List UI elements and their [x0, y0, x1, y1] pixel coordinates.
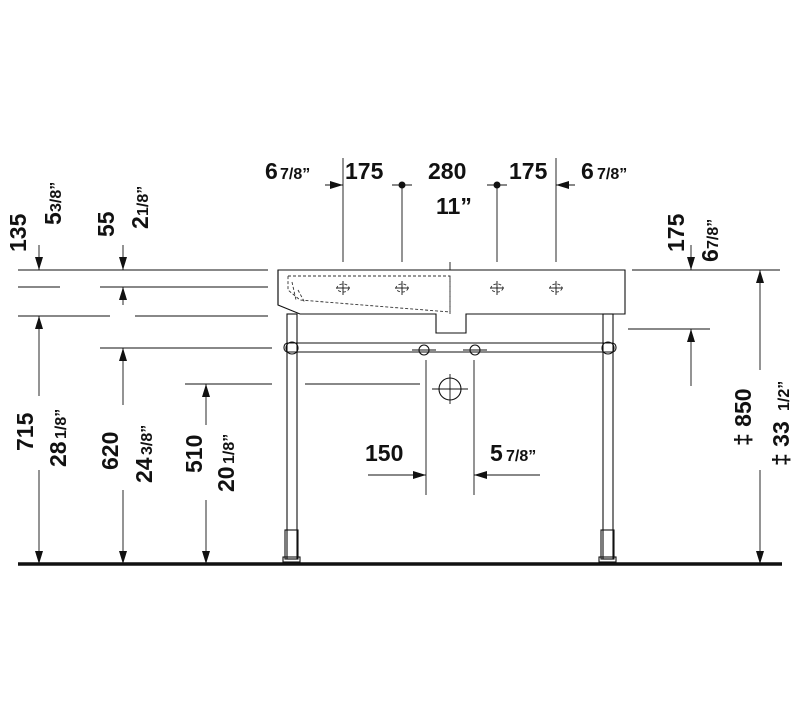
extension-lines	[18, 158, 780, 495]
right-tap-inch-frac: 7/8”	[597, 166, 627, 183]
towel-rail	[283, 342, 617, 353]
dim-715-mm: 715	[12, 412, 38, 451]
left-dimension-labels: 135 5 3/8” 55 2 1/8” 715 28 1/8” 620 24 …	[5, 182, 239, 492]
right-leg	[602, 313, 614, 560]
right-dimension-labels: 175 6 7/8” ‡ 850 ‡ 33 1/2”	[663, 213, 794, 466]
top-dimension-labels: 6 7/8” 175 280 11” 175 6 7/8”	[265, 158, 627, 219]
dim-135-mm: 135	[5, 213, 31, 252]
basin-bowl-hidden	[287, 275, 451, 313]
tap-hole	[336, 281, 350, 295]
waste-outlet	[432, 374, 468, 404]
right-tap-mm: 175	[509, 158, 548, 184]
tap-spacing-inch: 11”	[436, 193, 472, 219]
drain-offset-inch-frac: 7/8”	[506, 448, 536, 465]
dim-510-inch-frac: 1/8”	[221, 434, 238, 464]
dim-850-mm: ‡ 850	[730, 388, 756, 446]
dim-850-inch-whole: ‡ 33	[768, 421, 794, 466]
dim-510-inch-whole: 20	[213, 466, 239, 492]
dim-510-mm: 510	[181, 435, 207, 473]
left-tap-inch-frac: 7/8”	[280, 166, 310, 183]
dim-175-mm: 175	[663, 213, 689, 252]
dim-55-mm: 55	[93, 211, 119, 237]
washbasin	[277, 269, 626, 334]
dim-55-inch-frac: 1/8”	[135, 186, 152, 216]
dim-175-inch-whole: 6	[697, 249, 723, 262]
basin-outline	[277, 269, 626, 334]
tap-hole	[490, 281, 504, 295]
metal-console-frame	[282, 313, 617, 563]
drain-dimension-labels: 150 5 7/8”	[365, 440, 536, 466]
dim-715-inch-frac: 1/8”	[53, 409, 70, 439]
right-tap-inch-whole: 6	[581, 158, 594, 184]
dim-135-inch-whole: 5	[40, 212, 66, 225]
tap-hole	[395, 281, 409, 295]
dim-175-inch-frac: 7/8”	[705, 219, 722, 249]
left-tap-mm: 175	[345, 158, 384, 184]
left-tap-inch-whole: 6	[265, 158, 278, 184]
dim-715-inch-whole: 28	[45, 441, 71, 467]
drain-offset-inch-whole: 5	[490, 440, 503, 466]
dim-55-inch-whole: 2	[127, 216, 153, 229]
tap-spacing-mm: 280	[428, 158, 466, 184]
dim-620-mm: 620	[97, 432, 123, 470]
tap-hole	[549, 281, 563, 295]
dim-620-inch-frac: 3/8”	[139, 425, 156, 455]
dimension-arrows	[35, 181, 764, 564]
dim-620-inch-whole: 24	[131, 457, 157, 483]
dim-135-inch-frac: 3/8”	[48, 182, 65, 212]
left-leg	[286, 313, 298, 560]
dim-850-inch-frac: 1/2”	[776, 381, 793, 411]
drain-offset-mm: 150	[365, 440, 403, 466]
